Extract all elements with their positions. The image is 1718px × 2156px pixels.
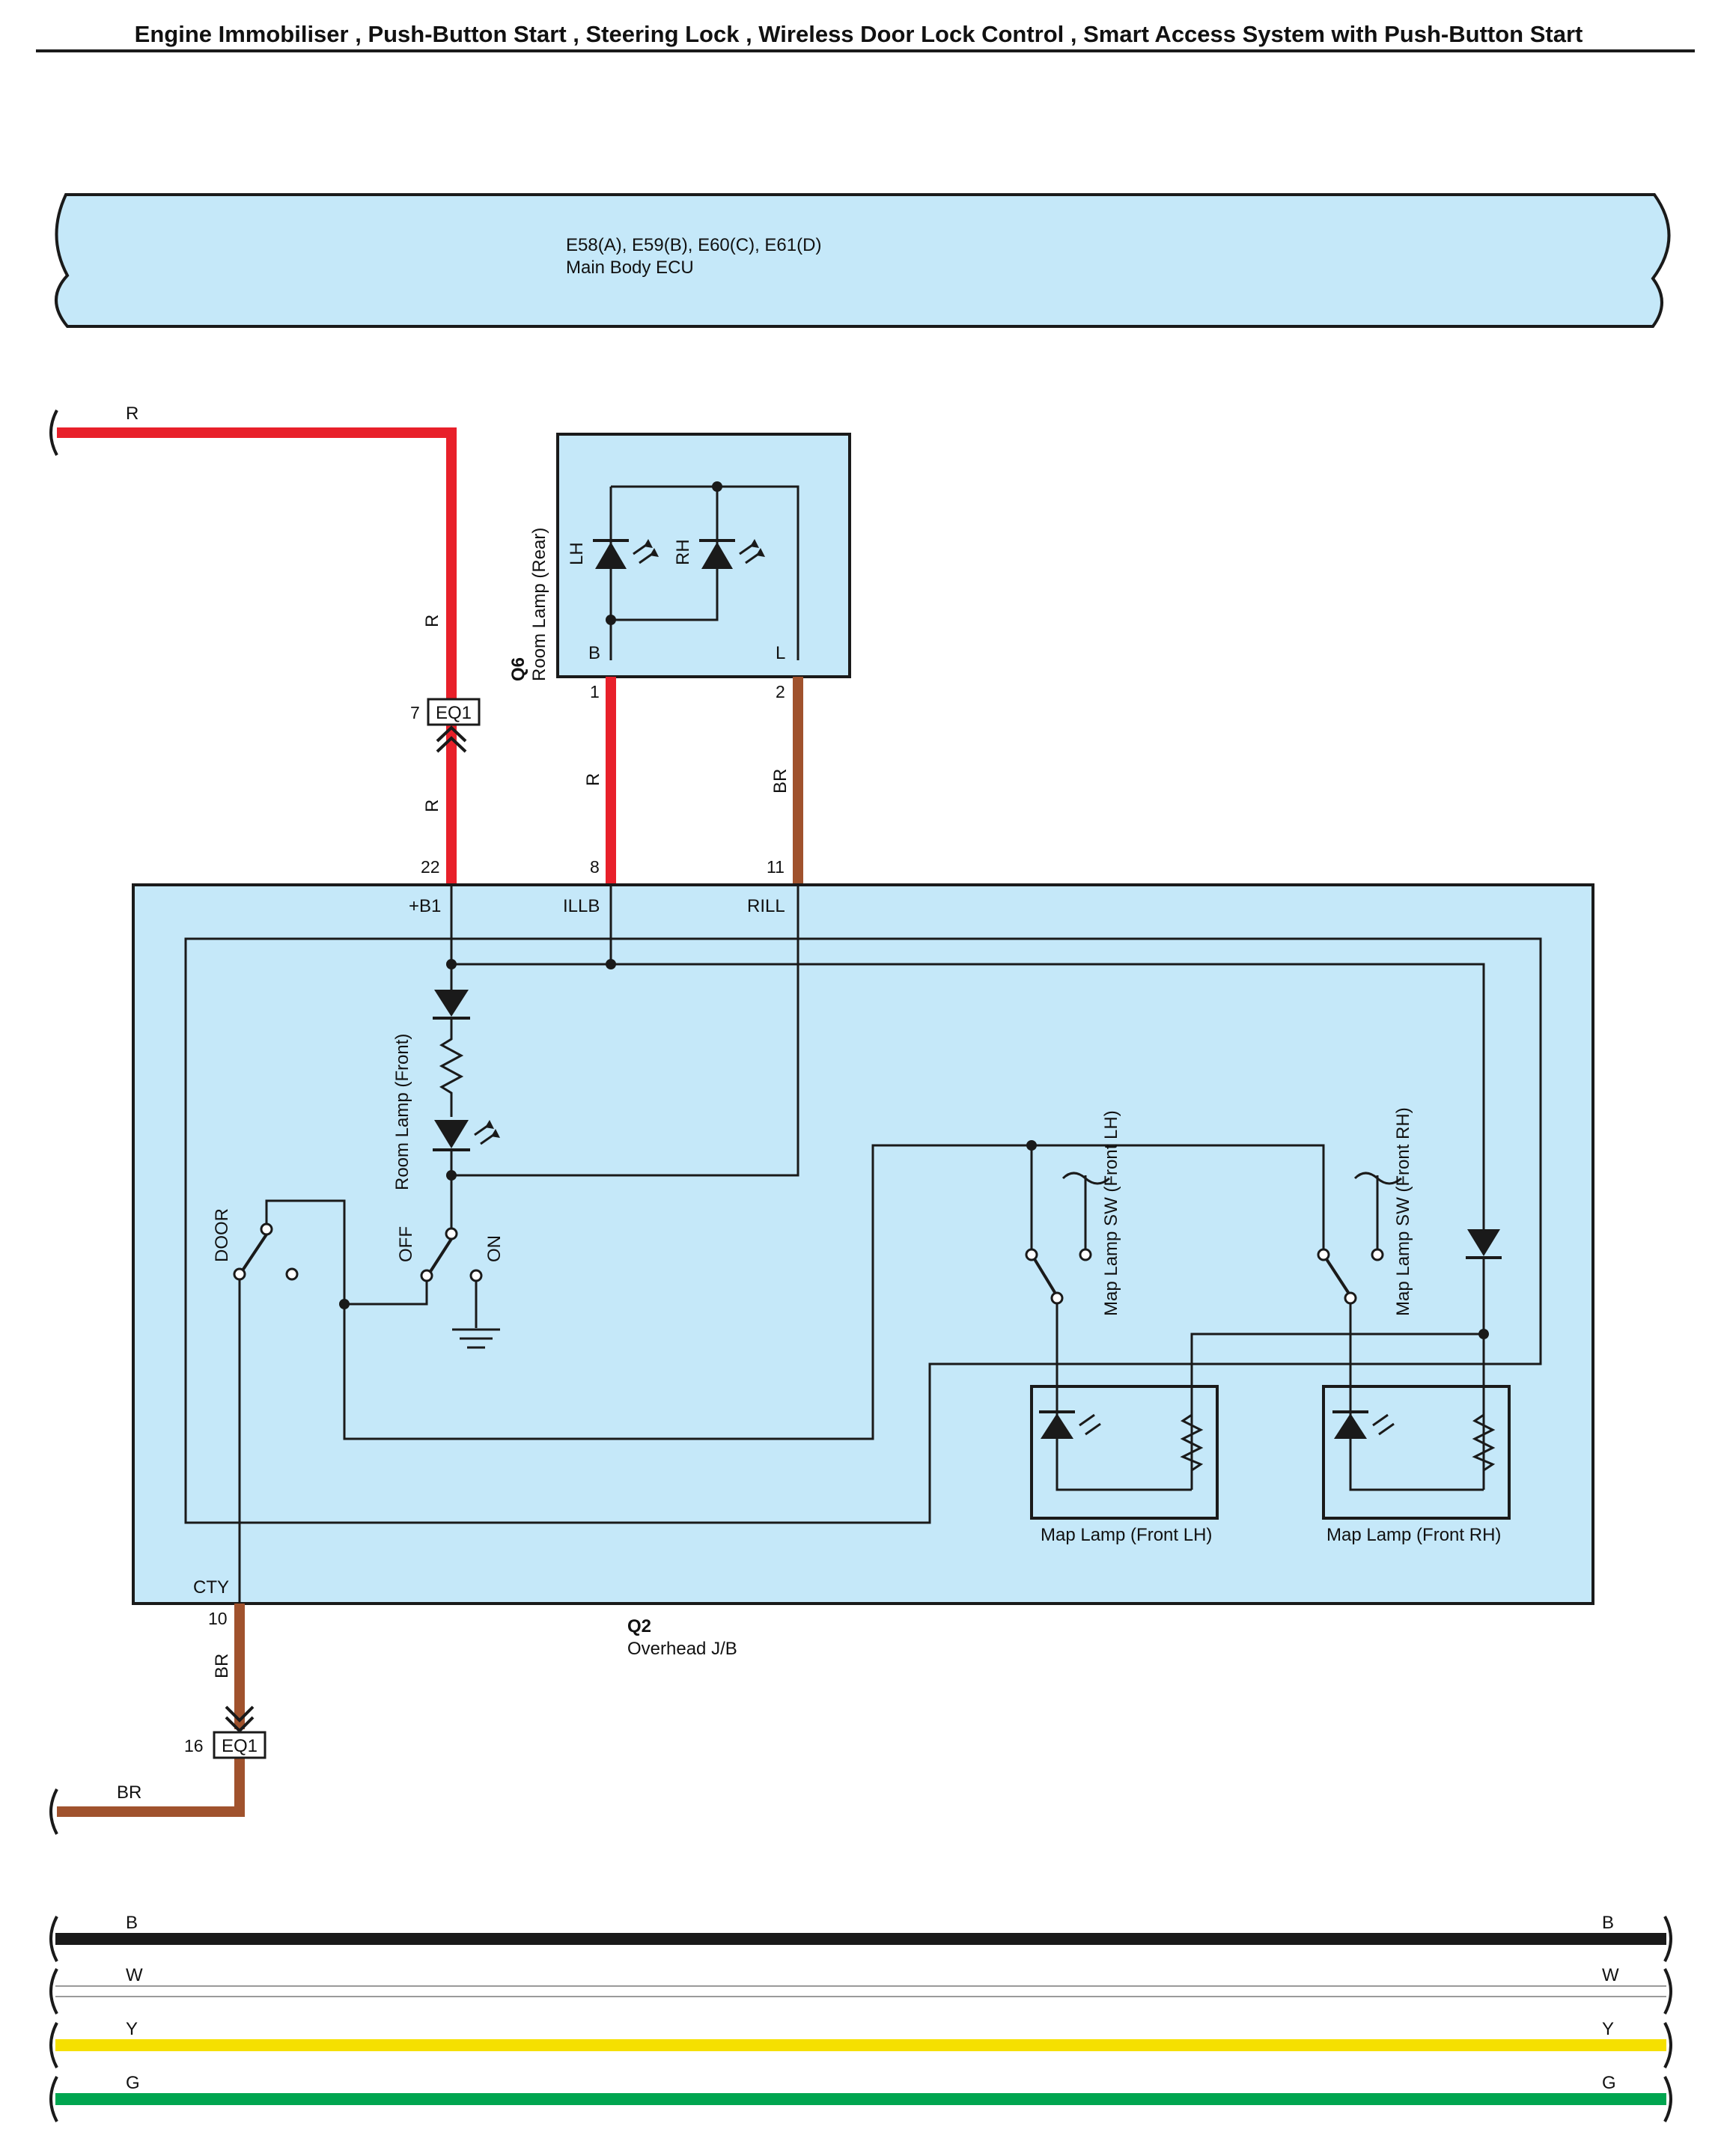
bus-break-mark	[1663, 1916, 1672, 1962]
bus-label-g-left: G	[126, 2073, 140, 2093]
pin-rill-num: 11	[767, 857, 785, 877]
wire-r-feed: R R R	[49, 404, 457, 885]
pin-b1-name: +B1	[409, 896, 441, 916]
wire-label-br-bottom: BR	[117, 1782, 141, 1803]
wire-label-r-top: R	[126, 404, 138, 424]
map-sw-lh-label: Map Lamp SW (Front LH)	[1101, 1110, 1121, 1316]
switch-off-label: OFF	[396, 1226, 416, 1262]
bus-break-mark	[49, 2022, 58, 2068]
bus-break-mark	[49, 1916, 58, 1962]
junction-dot	[712, 481, 722, 492]
bus-label-y-left: Y	[126, 2019, 138, 2039]
q6-pin-2: 2	[776, 682, 785, 701]
ecu-name: Main Body ECU	[566, 258, 694, 278]
bus-label-w-left: W	[126, 1965, 143, 1985]
wire-br-rill: 2 BR	[770, 677, 803, 885]
cty-pin-num: 10	[208, 1609, 228, 1628]
wire-br-cty: 10 BR BR	[49, 1604, 245, 1835]
overhead-jb-id: Q2	[627, 1616, 651, 1636]
switch-door-label: DOOR	[212, 1208, 232, 1262]
bus-label-y-right: Y	[1602, 2019, 1614, 2039]
pin-cty-name: CTY	[193, 1577, 229, 1598]
door-switch: DOOR	[212, 1144, 1032, 1604]
junction-dot	[446, 959, 457, 969]
room-lamp-rear: LH RH B L Q6 Room Lamp (Rear)	[508, 433, 851, 681]
pin-rill-name: RILL	[747, 896, 785, 916]
bus-label-b-left: B	[126, 1913, 138, 1933]
junction-dot	[606, 959, 616, 969]
pin-illb-name: ILLB	[563, 896, 600, 916]
bus-label-g-right: G	[1602, 2073, 1616, 2093]
map-lamp-rh-label: Map Lamp (Front RH)	[1326, 1525, 1501, 1545]
junction-dot	[339, 1299, 350, 1309]
eq1-bottom-name: EQ1	[222, 1736, 258, 1756]
wire-label-br-rill: BR	[770, 769, 791, 794]
bus-lines: B B W W Y Y G G	[49, 1913, 1672, 2122]
eq1-top-pin: 7	[410, 703, 420, 722]
overhead-jb-name: Overhead J/B	[627, 1639, 737, 1659]
eq1-top-name: EQ1	[436, 703, 472, 723]
bus-break-mark	[1663, 1968, 1672, 2015]
room-lamp-switch: OFF ON	[344, 1226, 505, 1349]
lh-label: LH	[567, 542, 587, 565]
ecu-connectors: E58(A), E59(B), E60(C), E61(D)	[566, 235, 821, 255]
map-sw-rh-label: Map Lamp SW (Front RH)	[1393, 1107, 1413, 1316]
bus-label-b-right: B	[1602, 1913, 1614, 1933]
q6-pin-1: 1	[590, 682, 600, 701]
pin-l-label: L	[776, 643, 785, 663]
map-lamp-lh-label: Map Lamp (Front LH)	[1041, 1525, 1212, 1545]
pin-b-label: B	[588, 643, 600, 663]
wire-label-br-cty: BR	[212, 1654, 232, 1678]
switch-on-label: ON	[484, 1235, 505, 1262]
junction-dot	[446, 1170, 457, 1181]
connector-eq1-top: EQ1 7	[410, 698, 481, 753]
main-body-ecu: E58(A), E59(B), E60(C), E61(D) Main Body…	[55, 193, 1671, 328]
rh-label: RH	[673, 539, 693, 565]
bus-break-mark	[1663, 2076, 1672, 2122]
room-lamp-front-label: Room Lamp (Front)	[392, 1034, 412, 1190]
junction-dot	[606, 615, 616, 625]
map-lamp-rh: Map Lamp (Front RH)	[1322, 1385, 1511, 1545]
wire-label-r-illb: R	[583, 773, 603, 786]
led-lh-icon	[593, 539, 659, 569]
room-lamp-rear-id: Q6	[508, 657, 529, 681]
wire-label-r-vert2: R	[422, 800, 442, 812]
bus-break-mark	[49, 2076, 58, 2122]
wire-label-r-vert1: R	[422, 615, 442, 627]
bus-break-mark	[1663, 2022, 1672, 2068]
overhead-jb: 22 8 11 +B1 ILLB RILL CTY Room Lamp	[132, 857, 1594, 1659]
room-lamp-rear-name: Room Lamp (Rear)	[529, 528, 549, 681]
eq1-bottom-pin: 16	[184, 1736, 204, 1755]
pin-illb-num: 8	[590, 857, 600, 877]
bus-break-mark	[49, 1968, 58, 2015]
map-lamp-lh: Map Lamp (Front LH)	[1030, 1385, 1219, 1545]
resistor-icon	[439, 1018, 464, 1117]
led-rh-icon	[699, 539, 765, 569]
pin-b1-num: 22	[421, 857, 440, 877]
wire-r-illb: 1 R	[583, 677, 616, 885]
connector-eq1-bottom: EQ1 16	[184, 1705, 266, 1759]
junction-dot	[1478, 1329, 1489, 1339]
page-title: Engine Immobiliser , Push-Button Start ,…	[135, 21, 1583, 47]
bus-label-w-right: W	[1602, 1965, 1619, 1985]
